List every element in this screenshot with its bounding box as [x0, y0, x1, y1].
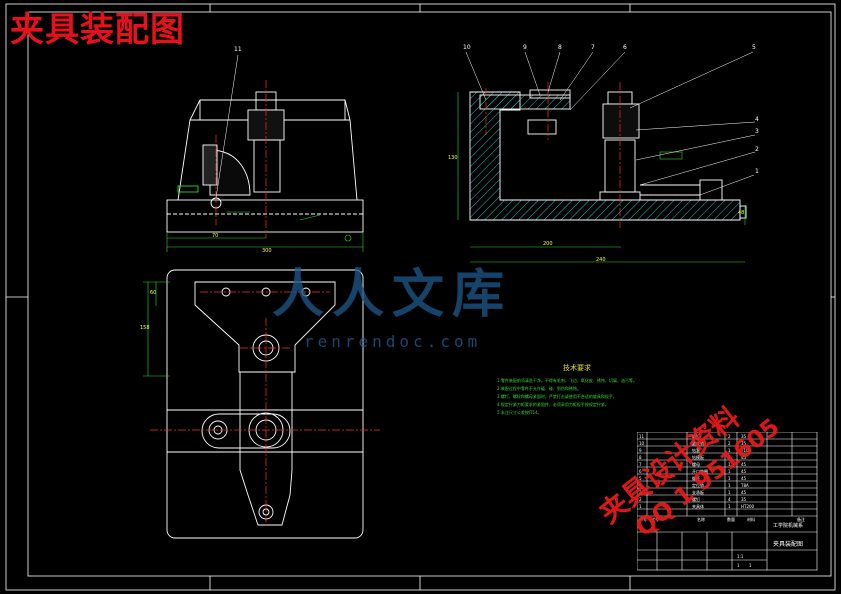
bom-row-no: 1	[639, 504, 642, 509]
bom-header-name: 名称	[697, 516, 705, 522]
title-block-sheet: 1	[737, 563, 740, 568]
tech-requirements-title: 技术要求	[563, 364, 591, 372]
balloon-3: 3	[755, 128, 759, 135]
bom-row-no: 10	[639, 441, 645, 446]
bom-row-qty: 4	[728, 497, 731, 502]
dim-side-height: 130	[448, 155, 458, 161]
bom-row-qty: 1	[728, 469, 731, 474]
bom-row-qty: 1	[728, 462, 731, 467]
balloon-7: 7	[591, 44, 595, 51]
balloon-5: 5	[752, 44, 756, 51]
dim-side-right: 48	[738, 210, 745, 216]
bom-row-no: 4	[639, 483, 642, 488]
tech-item-4: 4.规定拧紧力矩要求的紧固件，必须采用力矩扳手按规定拧紧。	[497, 402, 609, 407]
bom-row-qty: 1	[728, 504, 731, 509]
bom-header-no: 序号	[639, 516, 647, 522]
bom-row-qty: 1	[728, 448, 731, 453]
bom-row-name: 夹具体	[692, 503, 704, 509]
bom-row-no: 8	[639, 455, 642, 460]
bom-row-no: 5	[639, 476, 642, 481]
side-view-dimensions	[457, 92, 746, 263]
bom-header-remark: 备注	[797, 516, 805, 522]
balloon-1: 1	[755, 168, 759, 175]
bom-row-no: 6	[639, 469, 642, 474]
bom-row-qty: 1	[728, 483, 731, 488]
bom-row-material: 45	[741, 462, 747, 467]
title-block-scale: 1:1	[737, 554, 744, 559]
balloon-2: 2	[755, 146, 759, 153]
tech-item-2: 2.装配过程中零件不允许磕、碰、划伤和锈蚀。	[497, 386, 581, 391]
bom-row-qty: 1	[728, 490, 731, 495]
balloon-6: 6	[623, 44, 627, 51]
top-view-centerlines	[150, 291, 380, 528]
bom-row-material: 35	[741, 441, 747, 446]
bom-row-name: 螺杆	[692, 475, 700, 481]
sheet-border	[5, 3, 836, 591]
balloon-4: 4	[755, 116, 759, 123]
bom-row-name: 螺钉	[692, 496, 700, 502]
bom-row-name: 定位销	[692, 482, 704, 488]
front-view-dimensions	[166, 211, 364, 252]
bom-row-qty: 2	[728, 434, 731, 439]
bom-header-code: 代号	[651, 516, 659, 522]
bom-row-name: 螺钉	[692, 433, 700, 439]
bom-row-no: 7	[639, 462, 642, 467]
dim-front-half: 70	[212, 233, 219, 239]
balloon-10: 10	[463, 44, 471, 51]
bom-row-qty: 1	[728, 476, 731, 481]
bom-row-name: 支承板	[692, 489, 704, 495]
bom-row-material: 45	[741, 476, 747, 481]
drawing-title: 夹具装配图	[10, 10, 185, 50]
bom-header-material: 材料	[747, 516, 755, 522]
bom-row-no: 3	[639, 490, 642, 495]
bom-row-no: 2	[639, 497, 642, 502]
bom-row-name: 开口垫圈	[692, 468, 708, 474]
dim-top-short: 60	[150, 290, 157, 296]
bom-row-no: 9	[639, 448, 642, 453]
dim-top-long: 158	[140, 325, 150, 331]
bom-row-name: 钻套	[692, 447, 700, 453]
bom-row-name: 钻模板	[692, 454, 704, 460]
bom-row-qty: 2	[728, 441, 731, 446]
balloon-leaders	[215, 51, 756, 199]
side-view-centerlines	[485, 82, 621, 228]
side-view	[469, 89, 747, 221]
bom-row-material: 45	[741, 469, 747, 474]
tech-item-5: 5.未注尺寸公差按IT14。	[497, 410, 542, 415]
front-view	[166, 91, 364, 233]
bom-row-material: 45	[741, 490, 747, 495]
title-block-sheets-total: 1	[749, 563, 752, 568]
title-block-drawing-name: 夹具装配图	[773, 540, 803, 548]
bom-row-name: 螺母	[692, 461, 700, 467]
bom-row-material: 35	[741, 497, 747, 502]
front-view-centerlines	[215, 80, 267, 238]
title-block-school: 工学院机械系	[773, 522, 803, 529]
balloon-11: 11	[234, 46, 242, 53]
tech-item-3: 3.螺钉、螺栓和螺母紧固时，严禁打击或使用不合适的旋具和扳手。	[497, 394, 617, 399]
bom-row-no: 11	[639, 434, 645, 439]
bom-row-material: HT200	[741, 504, 755, 509]
dim-front-total: 300	[262, 248, 272, 254]
bom-row-material: T8A	[740, 483, 749, 488]
renren-watermark-logo: 人人文库	[272, 264, 513, 325]
bom-row-material: 45	[741, 455, 747, 460]
dim-side-short: 200	[543, 241, 553, 247]
bom-row-material: T10A	[740, 448, 752, 453]
top-view-dimensions	[143, 281, 170, 377]
renren-watermark-url: renrendoc.com	[304, 332, 482, 351]
bom-row-qty: 1	[728, 455, 731, 460]
bom-header-qty: 数量	[727, 516, 735, 522]
balloon-9: 9	[523, 44, 527, 51]
bom-row-name: 圆柱销	[692, 440, 704, 446]
balloon-8: 8	[558, 44, 562, 51]
dim-side-total: 240	[596, 257, 606, 263]
tech-item-1: 1.零件装配前须清洗干净，不得有毛刺、飞边、氧化皮、锈蚀、切屑、油污等。	[497, 378, 637, 383]
bom-row-material: 35	[741, 434, 747, 439]
